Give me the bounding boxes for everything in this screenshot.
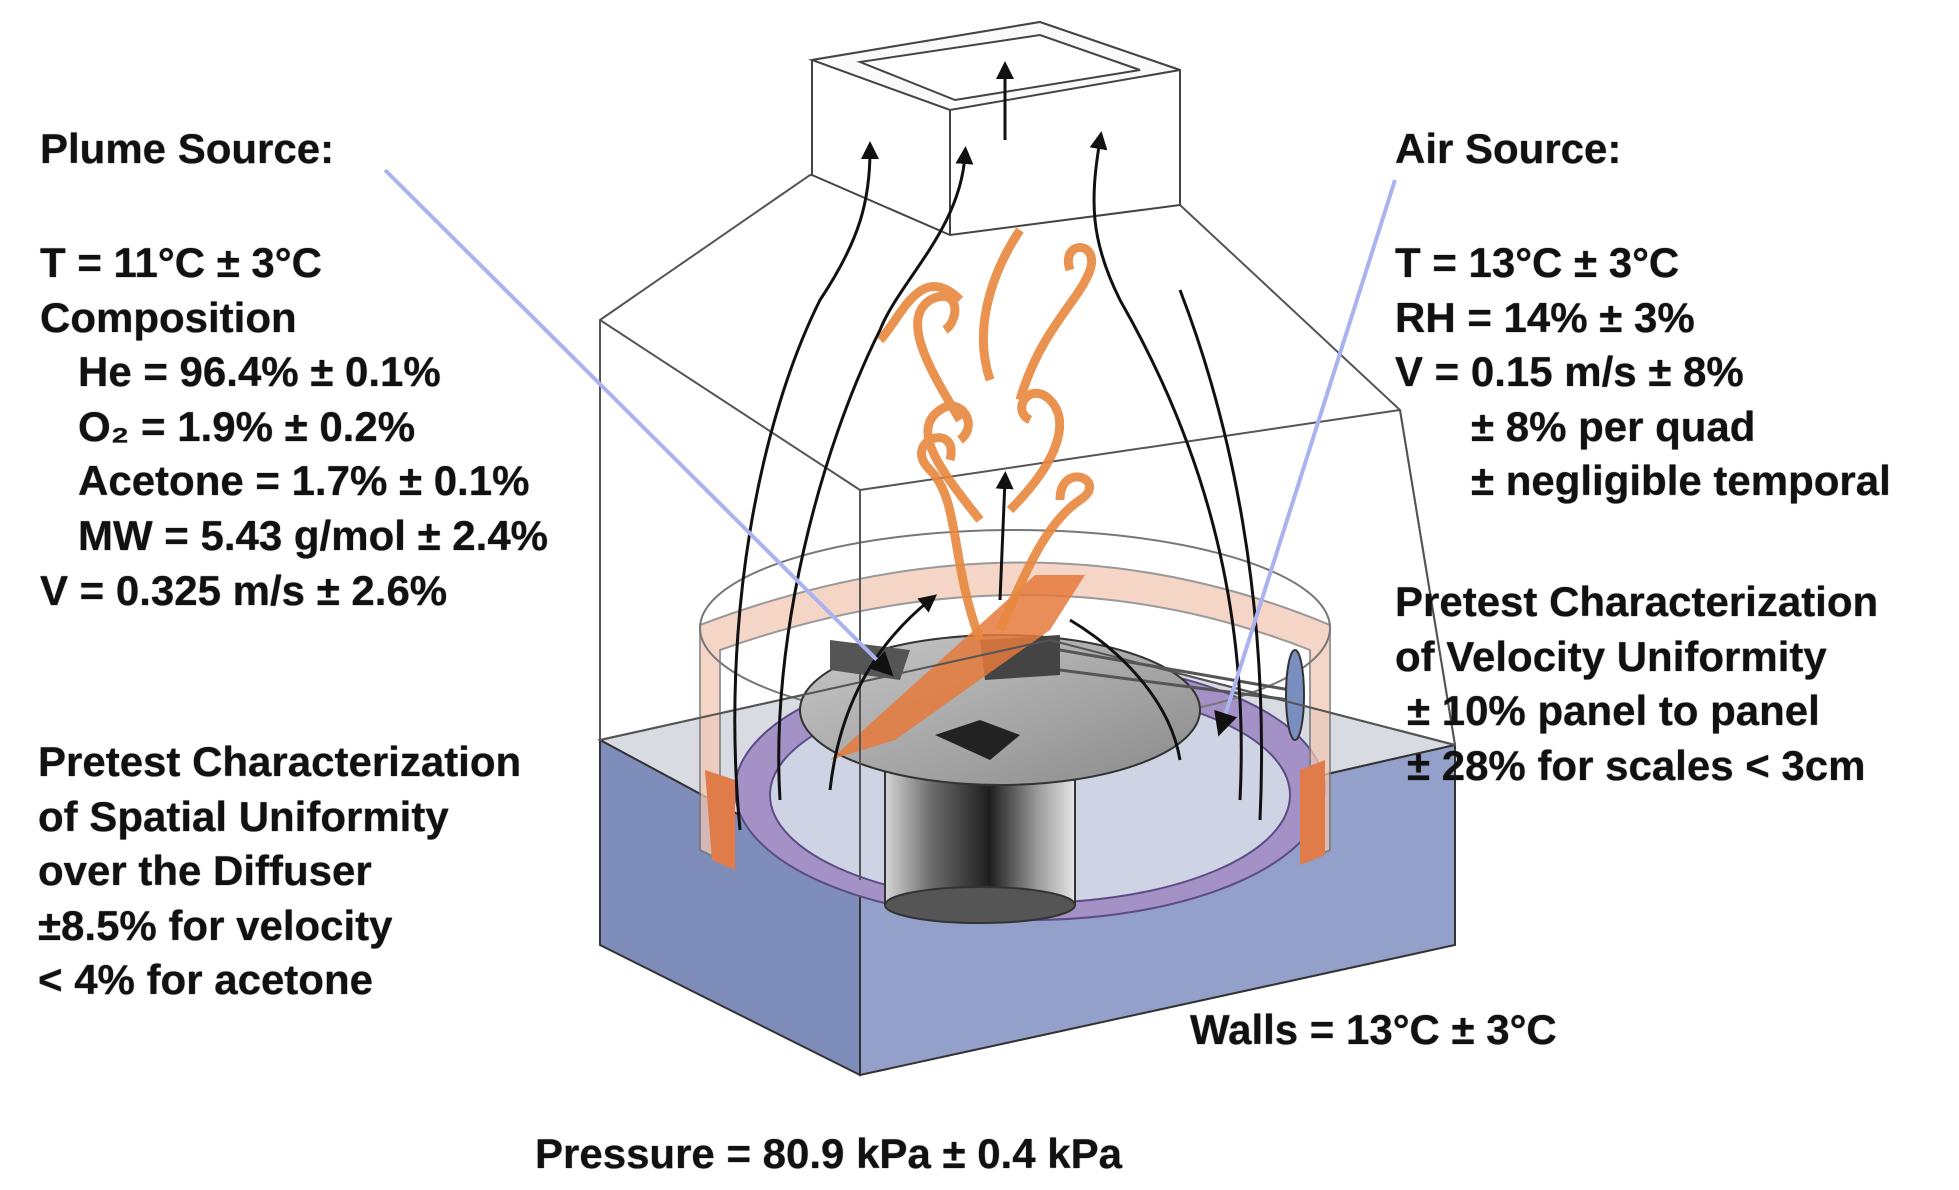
air-velocity-temporal: ± negligible temporal bbox=[1471, 457, 1891, 505]
pressure-readout: Pressure = 80.9 kPa ± 0.4 kPa bbox=[535, 1130, 1122, 1177]
plume-temperature: T = 11°C ± 3°C bbox=[40, 239, 322, 286]
plume-source-heading: Plume Source: bbox=[40, 125, 335, 172]
pointer-lines bbox=[383, 168, 1397, 737]
velocity-uniformity-line2: of Velocity Uniformity bbox=[1395, 632, 1827, 680]
oxygen-fraction: O₂ = 1.9% ± 0.2% bbox=[78, 402, 416, 450]
air-source-label: Air Source: bbox=[1395, 122, 1621, 177]
plume-velocity: V = 0.325 m/s ± 2.6% bbox=[40, 566, 448, 614]
helium-fraction: He = 96.4% ± 0.1% bbox=[78, 348, 441, 396]
composition-label: Composition bbox=[40, 293, 297, 341]
plume-source-specs: T = 11°C ± 3°C Composition He = 96.4% ± … bbox=[40, 236, 548, 618]
probe-assembly bbox=[1059, 648, 1305, 741]
plume-swirls bbox=[876, 227, 1097, 642]
air-velocity: V = 0.15 m/s ± 8% bbox=[1395, 348, 1744, 396]
air-humidity: RH = 14% ± 3% bbox=[1395, 293, 1695, 341]
shroud-cylinder bbox=[699, 529, 1331, 870]
air-velocity-per-quad: ± 8% per quad bbox=[1471, 402, 1756, 450]
flow-streamlines bbox=[733, 61, 1263, 831]
velocity-uniformity-note: Pretest Characterization of Velocity Uni… bbox=[1395, 575, 1878, 793]
molecular-weight: MW = 5.43 g/mol ± 2.4% bbox=[78, 511, 549, 559]
spatial-uniformity-line2: of Spatial Uniformity bbox=[38, 792, 449, 840]
spatial-uniformity-line3: over the Diffuser bbox=[38, 847, 372, 895]
spatial-uniformity-line5: < 4% for acetone bbox=[38, 956, 373, 1004]
plume-source-label: Plume Source: bbox=[40, 122, 334, 177]
spatial-uniformity-note: Pretest Characterization of Spatial Unif… bbox=[38, 735, 521, 1008]
spatial-uniformity-line1: Pretest Characterization bbox=[38, 738, 522, 785]
air-source-heading: Air Source: bbox=[1395, 125, 1622, 172]
spatial-uniformity-line4: ±8.5% for velocity bbox=[38, 901, 393, 949]
acetone-fraction: Acetone = 1.7% ± 0.1% bbox=[78, 457, 530, 505]
velocity-uniformity-line1: Pretest Characterization bbox=[1395, 578, 1879, 625]
walls-temperature: Walls = 13°C ± 3°C bbox=[1190, 1006, 1557, 1053]
air-temperature: T = 13°C ± 3°C bbox=[1395, 239, 1680, 286]
plume-nozzle bbox=[799, 634, 1201, 924]
laser-sheet bbox=[830, 575, 1085, 760]
velocity-uniformity-line3: ± 10% panel to panel bbox=[1407, 687, 1820, 735]
velocity-uniformity-line4: ± 28% for scales < 3cm bbox=[1407, 741, 1866, 789]
air-source-specs: T = 13°C ± 3°C RH = 14% ± 3% V = 0.15 m/… bbox=[1395, 236, 1891, 509]
exhaust-chimney bbox=[808, 20, 1181, 237]
